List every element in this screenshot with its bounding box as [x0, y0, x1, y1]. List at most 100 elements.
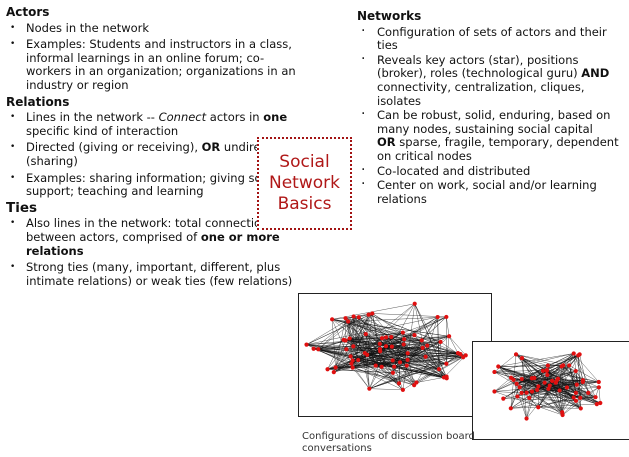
- network-edge: [365, 333, 417, 383]
- network-edge: [494, 377, 512, 392]
- network-edge: [521, 354, 580, 380]
- network-node: [383, 344, 389, 349]
- network-node: [333, 365, 338, 370]
- network-edge: [515, 354, 596, 398]
- network-node: [596, 385, 601, 390]
- network-edge: [352, 316, 447, 368]
- network-node: [404, 363, 409, 368]
- network-node: [412, 301, 417, 306]
- network-node: [574, 382, 579, 387]
- network-node: [564, 385, 570, 390]
- network-node: [447, 334, 452, 339]
- text-run: actors in: [206, 110, 264, 125]
- network-edge: [562, 400, 577, 416]
- network-node: [573, 398, 579, 403]
- network-node: [346, 319, 351, 324]
- network-node: [540, 368, 546, 373]
- list-item: Reveals key actors (star), positions (br…: [357, 53, 627, 108]
- network-node: [366, 312, 371, 317]
- networks-list: Configuration of sets of actors and thei…: [357, 25, 627, 207]
- network-edge: [416, 341, 441, 383]
- network-node: [356, 315, 361, 320]
- network-node: [571, 351, 576, 356]
- network-graph-clustered: [472, 341, 629, 440]
- network-edge: [375, 352, 459, 366]
- network-node: [405, 351, 410, 356]
- network-edge: [392, 365, 407, 373]
- network-node: [425, 343, 430, 348]
- network-edge: [406, 365, 444, 378]
- text-run-bold: OR: [201, 140, 221, 155]
- network-edge: [446, 336, 450, 364]
- network-edge: [544, 382, 577, 385]
- network-edge: [569, 353, 574, 366]
- network-edge: [494, 369, 547, 373]
- network-node: [546, 386, 551, 391]
- network-node: [435, 314, 440, 320]
- network-edge: [364, 353, 370, 389]
- network-node: [519, 390, 524, 396]
- network-edge: [556, 380, 581, 409]
- network-edge: [327, 313, 373, 370]
- actors-heading: Actors: [6, 5, 50, 19]
- network-node: [513, 352, 519, 357]
- network-edge: [498, 366, 522, 394]
- network-edge: [372, 313, 392, 338]
- network-edge: [367, 354, 393, 361]
- network-edge: [306, 344, 381, 350]
- network-edge: [556, 353, 574, 381]
- list-item: Can be robust, solid, enduring, based on…: [357, 108, 627, 163]
- network-node: [496, 364, 501, 369]
- network-edge: [348, 316, 447, 322]
- relations-list: Lines in the network -- Connect actors i…: [6, 110, 296, 199]
- network-edge: [573, 353, 589, 393]
- network-edge: [510, 383, 517, 409]
- network-node: [547, 383, 552, 388]
- network-node: [402, 337, 407, 342]
- network-node: [554, 378, 559, 383]
- network-edge: [547, 365, 577, 394]
- network-node: [549, 378, 555, 383]
- network-node: [423, 354, 428, 359]
- network-node: [363, 331, 368, 337]
- network-edge: [557, 378, 568, 388]
- network-node: [529, 389, 535, 394]
- network-node: [527, 395, 532, 401]
- network-edge: [358, 317, 464, 358]
- network-edge: [345, 337, 387, 341]
- network-node: [347, 336, 352, 341]
- network-node: [389, 334, 394, 340]
- network-node: [325, 367, 330, 372]
- slide-title-line: Social: [279, 152, 330, 172]
- network-node: [419, 338, 424, 343]
- network-node: [356, 357, 361, 363]
- network-edge: [446, 353, 461, 364]
- network-edge: [562, 371, 576, 413]
- network-edge: [372, 313, 447, 318]
- network-edge: [352, 360, 447, 377]
- slide-title-box: Social Network Basics: [257, 137, 352, 230]
- network-node: [389, 344, 394, 349]
- network-edge: [549, 385, 581, 398]
- network-node: [304, 342, 309, 347]
- network-node: [351, 314, 356, 319]
- slide-title-line: Basics: [277, 194, 332, 214]
- network-node: [397, 360, 403, 365]
- network-edge: [381, 366, 400, 384]
- network-node: [542, 380, 547, 385]
- network-node: [517, 385, 522, 390]
- network-edge: [392, 362, 401, 373]
- network-edge: [551, 380, 563, 416]
- network-node: [463, 353, 468, 358]
- network-node: [400, 387, 405, 392]
- network-node: [348, 354, 353, 359]
- network-node: [598, 400, 603, 406]
- network-node: [362, 350, 367, 356]
- network-edge: [306, 316, 354, 345]
- network-node: [436, 367, 442, 372]
- network-node: [316, 347, 321, 352]
- figure-caption: Configurations of discussion board conve…: [302, 431, 475, 454]
- network-edge: [544, 353, 574, 383]
- network-node: [444, 361, 449, 366]
- text-run-emphasis: Connect: [158, 110, 207, 125]
